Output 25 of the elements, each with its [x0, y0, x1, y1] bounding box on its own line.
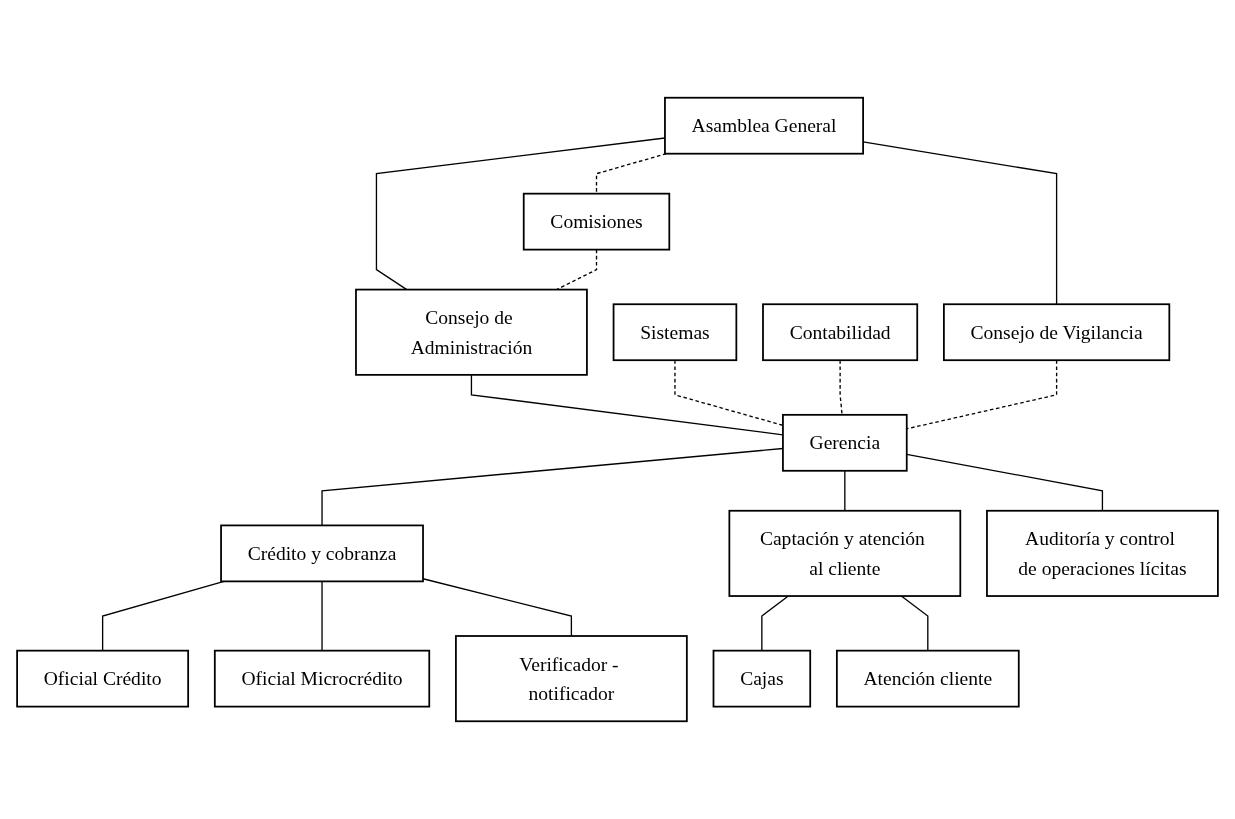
- node-box: Atención cliente: [835, 649, 1020, 708]
- connector: [761, 595, 789, 652]
- node-box: Sistemas: [612, 303, 738, 362]
- node-box: Consejo de Vigilancia: [943, 303, 1171, 362]
- connector: [101, 580, 225, 652]
- node-box: Oficial Crédito: [16, 649, 190, 708]
- node-box: Captación y atención al cliente: [728, 509, 962, 597]
- node-box: Auditoría y control de operaciones lícitas: [986, 509, 1219, 597]
- node-box: Gerencia: [782, 413, 908, 472]
- node-box: Consejo de Administración: [355, 288, 588, 376]
- node-box: Comisiones: [522, 192, 671, 251]
- node-box: Crédito y cobranza: [220, 524, 424, 583]
- connector: [900, 595, 929, 652]
- node-box: Asamblea General: [664, 96, 864, 155]
- connector: [844, 470, 846, 512]
- node-box: Verificador - notificador: [455, 635, 688, 723]
- connector: [595, 153, 667, 195]
- connector: [839, 359, 843, 416]
- node-box: Contabilidad: [762, 303, 919, 362]
- connector: [906, 453, 1104, 512]
- node-box: Cajas: [712, 649, 812, 708]
- node-box: Oficial Microcrédito: [213, 649, 431, 708]
- connector: [321, 580, 323, 652]
- connector: [375, 137, 666, 291]
- connector: [422, 578, 573, 637]
